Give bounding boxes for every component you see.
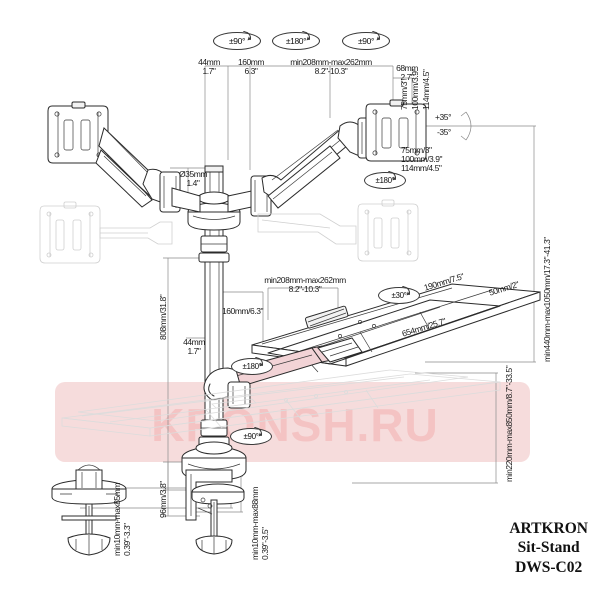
dim-clamp-height: 96mm/3.8"	[158, 481, 168, 518]
vesa-lower-b: 100mm/3.9"	[401, 154, 443, 164]
dim-tray-height-range: min220mm-max850mm/8.7"-33.5"	[504, 365, 514, 482]
vesa-lower-c: 114mm/4.5"	[401, 163, 442, 173]
angle-value: ±180°	[285, 36, 307, 46]
dim-clamp-thickness-imperial: 0.39"-3.5"	[260, 527, 270, 560]
dim-arm-seg-2: min208mm-max262mm 8.2"-10.3"	[290, 57, 372, 77]
angle-badge-arm-joint-right: ±90°	[342, 30, 390, 50]
dim-grommet-thickness: min10mm-max85mm	[112, 482, 122, 556]
angle-value: ±180°	[375, 176, 395, 185]
angle-value: ±30°	[391, 291, 407, 300]
vesa-lower-a: 75mm/3"	[401, 145, 432, 155]
dim-arm-seg-1: 160mm 6.3"	[237, 57, 265, 77]
dim-arm-offset-top: 44mm 1.7"	[198, 57, 220, 77]
angle-badge-pole-rotation-top: ±90°	[213, 30, 261, 50]
angle-value: ±90°	[243, 432, 259, 441]
brand-type: Sit-Stand	[517, 539, 580, 557]
angle-value: ±180°	[242, 362, 262, 371]
dim-grommet-thickness-imperial: 0.39"-3.3"	[122, 523, 132, 556]
dim-arm-seg-3: 68mm 2.7"	[396, 63, 418, 83]
dim-tray-arm-seg-2: min208mm-max262mm 8.2"-10.3"	[264, 275, 346, 295]
vesa-upper-c: 114mm/4.5"	[421, 69, 431, 110]
brand-block: ARTKRON Sit-Stand DWS-C02	[509, 519, 588, 578]
brand-name: ARTKRON	[509, 519, 588, 537]
dim-arm-offset-lower: 44mm 1.7"	[183, 337, 205, 357]
angle-badge-vesa-rotation: ±180°	[364, 170, 406, 189]
dim-monitor-height-range: min440mm-max1050mm/17.3"-41.3"	[542, 237, 552, 362]
angle-badge-base-rotation: ±90°	[230, 426, 272, 445]
angle-badge-arm-joint-mid: ±180°	[272, 30, 320, 50]
dim-tray-arm-seg-1: 160mm/6.3"	[222, 306, 264, 316]
dim-clamp-thickness: min10mm-max88mm	[250, 486, 260, 560]
angle-badge-tray-joint: ±180°	[231, 356, 273, 375]
angle-badge-tray-swivel: ±30°	[378, 285, 420, 304]
angle-value: ±90°	[229, 36, 245, 46]
tilt-up-label: +35°	[435, 112, 452, 122]
dim-pole-height: 808mm/31.8"	[158, 294, 168, 340]
angle-value: ±90°	[358, 36, 374, 46]
watermark-band	[55, 382, 530, 462]
dim-pole-diameter: Ø35mm 1.4"	[179, 169, 207, 189]
tilt-down-label: -35°	[437, 127, 451, 137]
vesa-upper-a: 75mm/3"	[399, 79, 409, 110]
brand-model: DWS-C02	[515, 559, 583, 577]
vesa-upper-b: 100mm/3.9"	[410, 68, 420, 110]
